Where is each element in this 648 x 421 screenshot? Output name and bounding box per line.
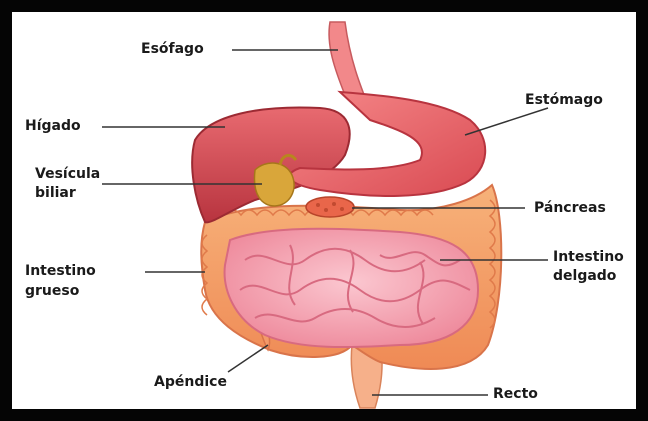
label-intestino-delgado-line1: Intestino — [553, 249, 624, 266]
leader-estomago — [465, 108, 548, 135]
label-intestino-grueso-line1: Intestino — [25, 263, 96, 280]
label-esofago: Esófago — [141, 41, 204, 58]
label-apendice: Apéndice — [154, 374, 227, 391]
label-intestino-grueso-line2: grueso — [25, 283, 79, 300]
label-estomago: Estómago — [525, 92, 603, 109]
label-pancreas: Páncreas — [534, 200, 606, 217]
label-vesicula-line1: Vesícula — [35, 166, 100, 183]
label-higado: Hígado — [25, 118, 81, 135]
label-recto: Recto — [493, 386, 538, 403]
leader-apendice — [228, 345, 268, 372]
label-vesicula-line2: biliar — [35, 185, 76, 202]
pancreas — [306, 197, 354, 217]
label-intestino-delgado-line2: delgado — [553, 268, 616, 285]
